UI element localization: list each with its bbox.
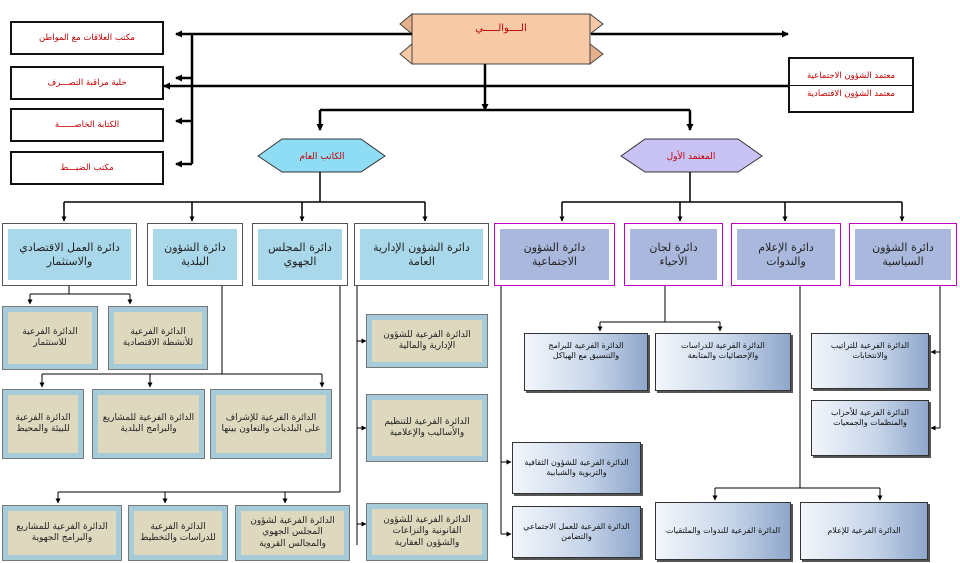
subdirectorate-label: الدائرة الفرعية للشؤون الثقافية والتربوي… <box>524 458 629 477</box>
subdirectorate-cultural-youth: الدائرة الفرعية للشؤون الثقافية والتربوي… <box>512 442 641 494</box>
directorate-title: دائرة العمل الاقتصادي والاستثمار <box>19 240 120 268</box>
office-label: مكتب العلاقات مع المواطن <box>39 32 135 43</box>
directorate-economic: دائرة العمل الاقتصادي والاستثمار <box>2 223 137 286</box>
social-affairs-delegate: معتمد الشؤون الاجتماعية <box>807 70 895 81</box>
subdirectorate-label: الدائرة الفرعية للبيئة والمحيط <box>15 412 71 434</box>
governor-banner: الــــوالـــــي <box>399 12 604 66</box>
directorate-title: دائرة الشؤون الاجتماعية <box>523 240 586 268</box>
subdirectorate-parties-associations: الدائرة الفرعية للأحزاب والمنظمات والجمع… <box>811 400 929 456</box>
directorate-neighborhoods: دائرة لجان الأحياء <box>624 223 723 286</box>
subdirectorate-label: الدائرة الفرعية للأحزاب والمنظمات والجمع… <box>831 408 909 427</box>
subdirectorate-municipal-supervision: الدائرة الفرعية للإشراف على البلديات وال… <box>210 389 332 459</box>
subdirectorate-label: الدائرة الفرعية للإشراف على البلديات وال… <box>221 412 321 434</box>
office-control-cell: خلية مراقبة التصـــرف <box>10 66 164 100</box>
office-citizen-relations: مكتب العلاقات مع المواطن <box>10 21 164 55</box>
subdirectorate-label: الدائرة الفرعية للندوات والملتقيات <box>665 526 781 535</box>
subdirectorate-programs-coordination: الدائرة الفرعية للبرامج والتنسيق مع الهي… <box>524 333 648 391</box>
subdirectorate-label: الدائرة الفرعية لشؤون المجلس الجهوي والم… <box>250 516 335 549</box>
directorate-regional-council: دائرة المجلس الجهوي <box>252 223 348 286</box>
subdirectorate-label: الدائرة الفرعية للاستثمار <box>22 326 78 348</box>
subdirectorate-studies-statistics: الدائرة الفرعية للدراسات والإحصائيات وال… <box>655 333 791 391</box>
subdirectorate-label: الدائرة الفرعية للتراتيب والانتخابات <box>830 341 910 360</box>
subdirectorate-legal-land: الدائرة الفرعية للشؤون القانونية والنزاع… <box>366 503 488 561</box>
governor-title: الــــوالـــــي <box>475 23 527 34</box>
subdirectorate-admin-finance: الدائرة الفرعية للشؤون الإدارية والمالية <box>366 314 488 368</box>
subdirectorate-label: الدائرة الفرعية للإعلام <box>827 526 901 535</box>
delegates-box: معتمد الشؤون الاجتماعية معتمد الشؤون الا… <box>788 57 914 113</box>
first-delegate-shape: المعتمد الأول <box>620 138 763 173</box>
divider <box>790 84 912 86</box>
subdirectorate-label: الدائرة الفرعية للمشاريع والبرامج البلدي… <box>102 412 195 434</box>
subdirectorate-studies-planning: الدائرة الفرعية للدراسات والتخطيط <box>128 505 228 561</box>
subdirectorate-label: الدائرة الفرعية للدراسات والإحصائيات وال… <box>681 341 765 360</box>
subdirectorate-label: الدائرة الفرعية للمشاريع والبرامج الجهوي… <box>16 521 108 543</box>
subdirectorate-label: الدائرة الفرعية للأنشطة الاقتصادية <box>122 326 194 348</box>
subdirectorate-economic-activities: الدائرة الفرعية للأنشطة الاقتصادية <box>108 306 208 370</box>
subdirectorate-label: الدائرة الفرعية للعمل الاجتماعي والتضامن <box>523 522 630 541</box>
economic-affairs-delegate: معتمد الشؤون الاقتصادية <box>807 88 895 99</box>
subdirectorate-municipal-projects: الدائرة الفرعية للمشاريع والبرامج البلدي… <box>92 389 205 459</box>
subdirectorate-social-solidarity: الدائرة الفرعية للعمل الاجتماعي والتضامن <box>512 506 641 558</box>
subdirectorate-label: الدائرة الفرعية للدراسات والتخطيط <box>140 521 216 543</box>
subdirectorate-regulations-elections: الدائرة الفرعية للتراتيب والانتخابات <box>811 333 929 389</box>
directorate-title: دائرة الإعلام والندوات <box>758 240 814 268</box>
directorate-title: دائرة المجلس الجهوي <box>268 240 332 268</box>
office-label: خلية مراقبة التصـــرف <box>47 77 127 88</box>
office-label: الكتابة الخاصــــــة <box>54 119 120 130</box>
directorate-municipal: دائرة الشؤون البلدية <box>147 223 243 286</box>
subdirectorate-label: الدائرة الفرعية للشؤون الإدارية والمالية <box>383 329 471 351</box>
office-registry: مكتب الضبـــط <box>10 151 164 185</box>
office-private-secretariat: الكتابة الخاصــــــة <box>10 108 164 142</box>
secretary-general-shape: الكاتب العام <box>257 138 386 173</box>
subdirectorate-label: الدائرة الفرعية للشؤون القانونية والنزاع… <box>383 515 471 548</box>
subdirectorate-environment: الدائرة الفرعية للبيئة والمحيط <box>2 389 84 459</box>
directorate-title: دائرة لجان الأحياء <box>649 240 698 268</box>
subdirectorate-investment: الدائرة الفرعية للاستثمار <box>2 306 98 370</box>
office-label: مكتب الضبـــط <box>60 162 114 173</box>
first-delegate-title: المعتمد الأول <box>667 150 716 162</box>
directorate-general-admin: دائرة الشؤون الإدارية العامة <box>354 223 489 286</box>
subdirectorate-organization-it: الدائرة الفرعية للتنظيم والأساليب والإعل… <box>366 394 488 462</box>
directorate-media: دائرة الإعلام والندوات <box>731 223 841 286</box>
directorate-social: دائرة الشؤون الاجتماعية <box>494 223 615 286</box>
subdirectorate-regional-council-affairs: الدائرة الفرعية لشؤون المجلس الجهوي والم… <box>235 505 350 561</box>
subdirectorate-regional-projects: الدائرة الفرعية للمشاريع والبرامج الجهوي… <box>2 505 122 561</box>
secretary-general-title: الكاتب العام <box>299 152 344 162</box>
directorate-title: دائرة الشؤون السياسية <box>872 240 934 268</box>
subdirectorate-label: الدائرة الفرعية للتنظيم والأساليب والإعل… <box>384 416 470 438</box>
directorate-title: دائرة الشؤون الإدارية العامة <box>373 240 470 268</box>
directorate-title: دائرة الشؤون البلدية <box>164 240 226 268</box>
subdirectorate-information: الدائرة الفرعية للإعلام <box>800 502 928 560</box>
directorate-political: دائرة الشؤون السياسية <box>849 223 957 286</box>
subdirectorate-label: الدائرة الفرعية للبرامج والتنسيق مع الهي… <box>548 341 624 360</box>
subdirectorate-seminars: الدائرة الفرعية للندوات والملتقيات <box>655 502 791 560</box>
